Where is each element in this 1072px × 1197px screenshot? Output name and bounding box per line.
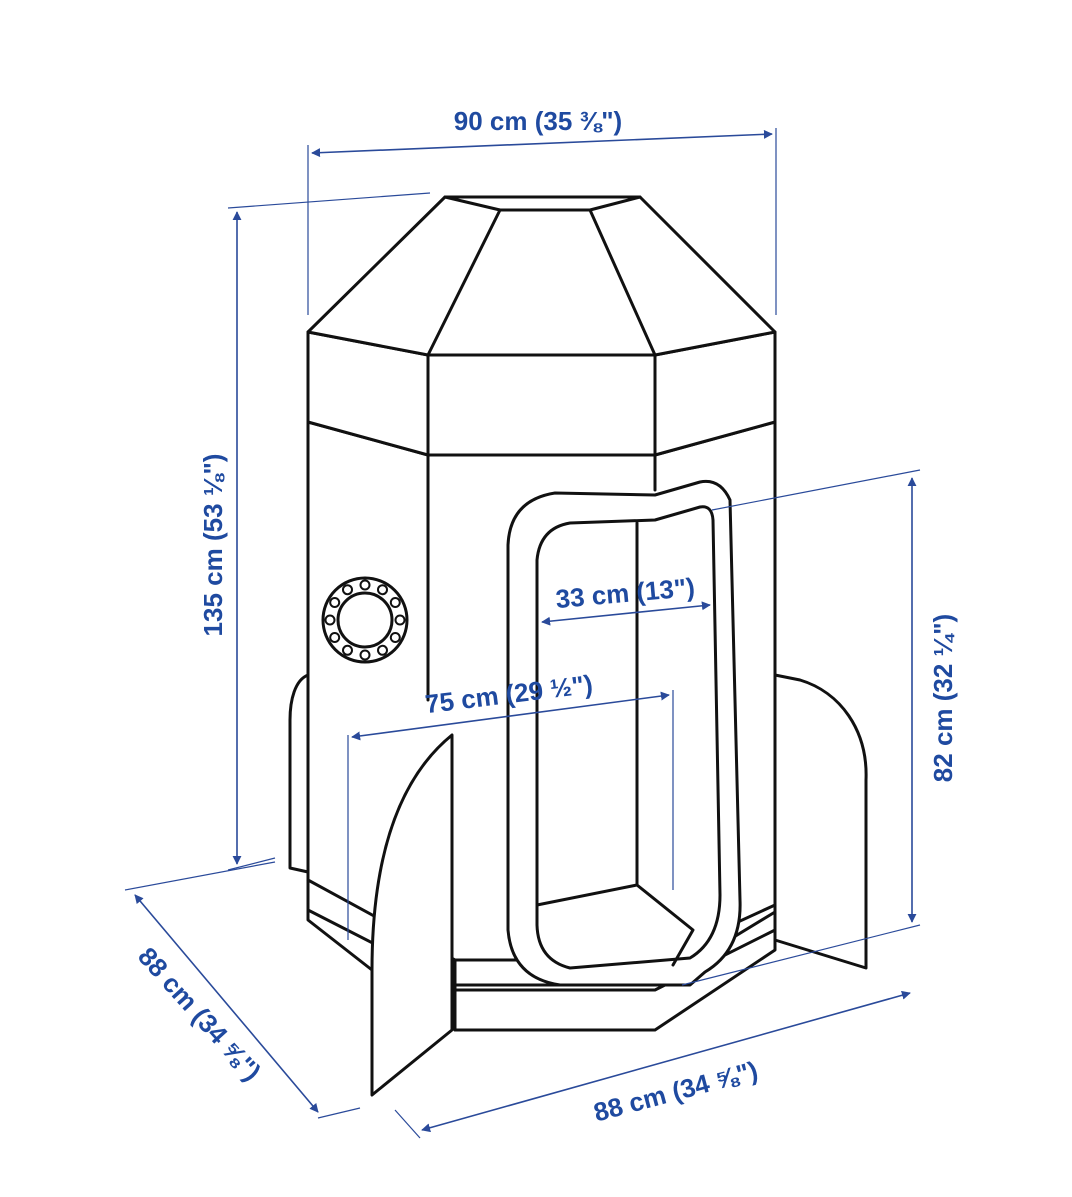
porthole-bolts: [324, 579, 406, 661]
label-depth-left: 88 cm (34 ⅝"): [132, 941, 267, 1086]
porthole-bolt: [359, 649, 371, 661]
label-door-height: 82 cm (32 ¼"): [928, 614, 958, 782]
porthole-bolt: [329, 597, 341, 608]
porthole-bolt: [389, 632, 401, 643]
label-total-height: 135 cm (53 ⅛"): [198, 454, 228, 637]
dimension-lines: [124, 128, 921, 1139]
porthole-bolt: [342, 644, 353, 656]
roof-cone: [306, 195, 777, 357]
porthole-bolt: [342, 584, 353, 596]
label-depth-right: 88 cm (34 ⅝"): [590, 1055, 760, 1128]
porthole-bolt: [377, 644, 388, 656]
porthole-bolt: [389, 597, 401, 608]
label-top-width: 90 cm (35 ⅜"): [454, 106, 622, 136]
porthole-window: [321, 576, 409, 664]
porthole-bolt: [324, 614, 336, 626]
porthole-bolt: [394, 614, 406, 626]
porthole-bolt: [329, 632, 341, 643]
porthole-bolt: [377, 584, 388, 596]
porthole-bolt: [359, 579, 371, 591]
right-fin: [773, 673, 868, 970]
left-back-fin: [288, 673, 310, 874]
